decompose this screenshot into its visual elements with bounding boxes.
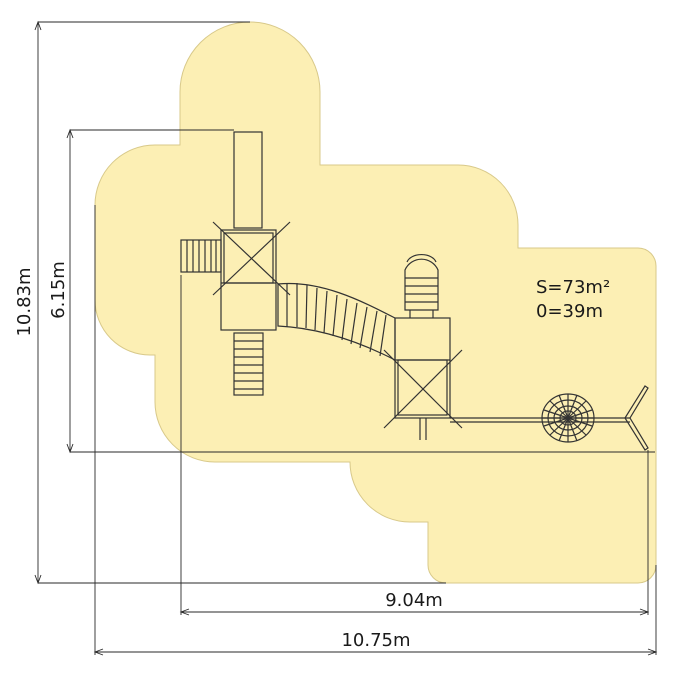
spider-net: [541, 393, 595, 443]
tube-slide: [404, 254, 439, 318]
bottom-ladder: [233, 332, 264, 396]
total-height-label: 10.83m: [14, 267, 35, 336]
tower-two: [383, 317, 463, 440]
end-post: [624, 385, 649, 451]
safety-zone: [94, 21, 657, 584]
total-width-label: 10.75m: [341, 630, 410, 651]
play-equipment: [180, 131, 649, 451]
area-label: S=73m²: [536, 277, 610, 298]
perimeter-label: 0=39m: [536, 301, 603, 322]
tower-one: [212, 221, 291, 331]
top-ramp: [233, 131, 263, 229]
equipment-width-label: 9.04m: [385, 590, 443, 611]
dimension-lines: [34, 20, 658, 656]
equipment-height-label: 6.15m: [48, 261, 69, 319]
